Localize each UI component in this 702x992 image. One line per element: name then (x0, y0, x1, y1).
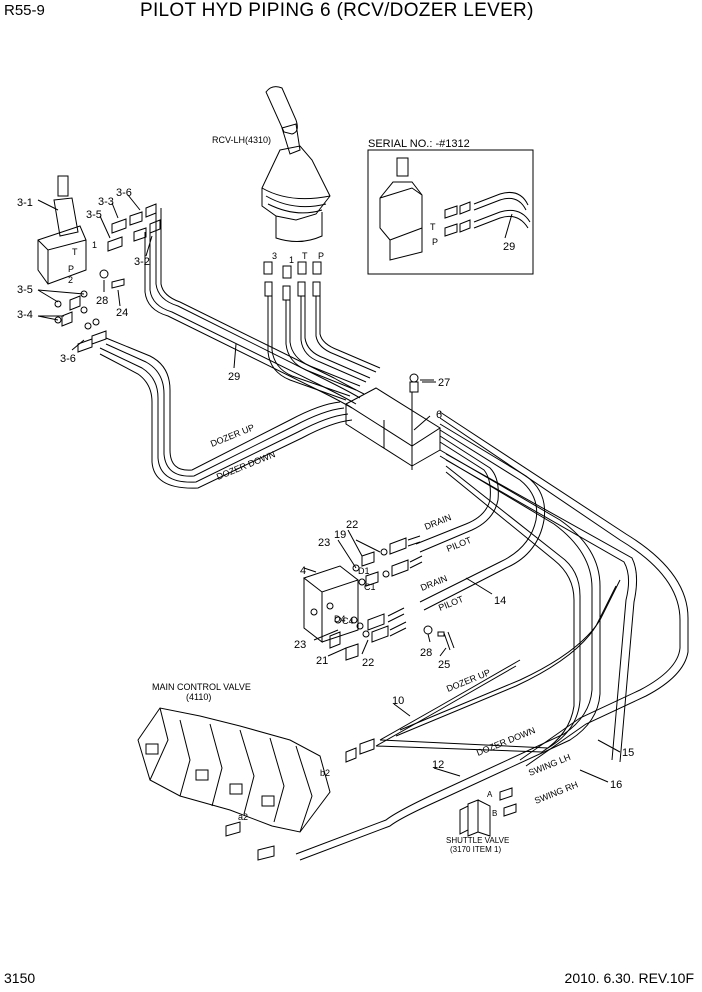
shuttle-port-a: A (487, 790, 493, 799)
rcv-port-t: T (302, 251, 308, 261)
mcv-port-a2: a2 (238, 812, 248, 822)
revision-date: 2010. 6.30. REV.10F (564, 970, 694, 986)
hose-clamp (345, 373, 441, 470)
serial-inset: SERIAL NO.: -#1312 T P 29 (367, 138, 534, 275)
callout-29-main: 29 (228, 371, 240, 383)
callout-3-6-bottom: 3-6 (60, 353, 76, 365)
callout-25: 25 (438, 659, 450, 671)
callout-10: 10 (392, 695, 404, 707)
serial-label: SERIAL NO.: -#1312 (368, 138, 470, 150)
leader-lines (37, 194, 621, 783)
label-swing-lh: SWING LH (527, 752, 572, 778)
callout-3-4: 3-4 (17, 309, 33, 321)
callout-6: 6 (436, 409, 442, 421)
dozer-port-t: T (72, 247, 78, 257)
callout-15: 15 (622, 747, 634, 759)
dozer-port-2: 2 (68, 275, 73, 285)
pilot-block: D1 C1 D4 C4 DRAIN PILOT DRAIN PILOT (302, 512, 473, 661)
rcv-hoses (267, 296, 381, 401)
callout-28-bottom: 28 (420, 647, 432, 659)
callout-12: 12 (432, 759, 444, 771)
label-pilot-upper: PILOT (445, 535, 473, 554)
callout-27: 27 (438, 377, 450, 389)
label-swing-rh: SWING RH (533, 779, 579, 806)
callout-3-1: 3-1 (17, 197, 33, 209)
port-d1: D1 (358, 566, 370, 576)
mcv-label-line2: (4110) (186, 692, 211, 702)
callout-21: 21 (316, 655, 328, 667)
dozer-hoses: DOZER UP DOZER DOWN (99, 208, 365, 489)
inset-port-t: T (430, 222, 436, 232)
rcv-port-p: P (318, 251, 324, 261)
shuttle-label-line2: (3170 ITEM 1) (450, 845, 501, 854)
mcv-port-b2: b2 (320, 768, 330, 778)
label-drain-upper: DRAIN (423, 512, 453, 532)
shuttle-port-b: B (492, 809, 497, 818)
port-c4: C4 (342, 616, 354, 626)
rcv-port-1: 1 (289, 255, 294, 265)
callout-3-2: 3-2 (134, 256, 150, 268)
label-dozer-down-lower: DOZER DOWN (475, 725, 537, 758)
callout-28-top: 28 (96, 295, 108, 307)
callout-19: 19 (334, 529, 346, 541)
dozer-port-p: P (68, 264, 74, 274)
main-control-valve: MAIN CONTROL VALVE (4110) b2 a2 (137, 682, 375, 861)
rcv-label: RCV-LH(4310) (212, 135, 271, 145)
label-dozer-up-top: DOZER UP (209, 422, 256, 449)
port-c1: C1 (364, 582, 376, 592)
inset-port-p: P (432, 237, 438, 247)
callout-22-top: 22 (346, 519, 358, 531)
model-code: R55-9 (4, 2, 45, 19)
callout-numbers: 3-1 3-3 3-6 3-5 3-2 3-5 3-4 3-6 28 24 29… (17, 187, 634, 791)
callout-29-inset: 29 (503, 241, 515, 253)
callout-14: 14 (494, 595, 506, 607)
rcv-port-3: 3 (272, 251, 277, 261)
callout-23-top: 23 (318, 537, 330, 549)
callout-24: 24 (116, 307, 128, 319)
page-title: PILOT HYD PIPING 6 (RCV/DOZER LEVER) (140, 0, 534, 21)
callout-3-6-top: 3-6 (116, 187, 132, 199)
rcv-lever: RCV-LH(4310) 3 1 T P (212, 86, 331, 301)
main-hose-bundle (295, 411, 689, 861)
callout-3-5-bottom: 3-5 (17, 284, 33, 296)
callout-3-5-top: 3-5 (86, 209, 102, 221)
page-number: 3150 (4, 970, 36, 986)
dozer-port-1: 1 (92, 240, 97, 250)
callout-3-3: 3-3 (98, 196, 114, 208)
callout-22-bottom: 22 (362, 657, 374, 669)
shuttle-valve: A B SHUTTLE VALVE (3170 ITEM 1) SWING LH… (446, 752, 579, 854)
mcv-label-line1: MAIN CONTROL VALVE (152, 682, 251, 692)
callout-16: 16 (610, 779, 622, 791)
callout-4: 4 (300, 565, 306, 577)
callout-23-bottom: 23 (294, 639, 306, 651)
dozer-lever: T P 2 1 (37, 175, 161, 353)
port-d4: D4 (334, 614, 346, 624)
shuttle-label-line1: SHUTTLE VALVE (446, 836, 509, 845)
